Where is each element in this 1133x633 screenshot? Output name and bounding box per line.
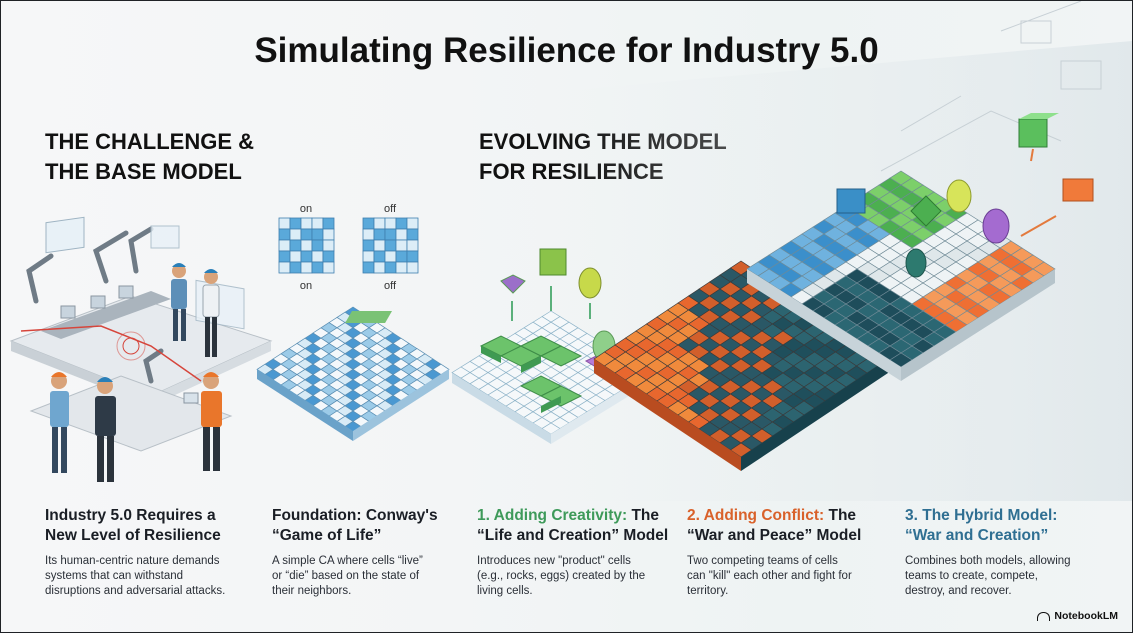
grid-cell <box>322 239 335 252</box>
grid-cell <box>373 261 386 274</box>
grid-cell <box>322 250 335 263</box>
grid-cell <box>278 217 291 230</box>
board-edge <box>257 369 353 441</box>
caption-conflict: 2. Adding Conflict: The “War and Peace” … <box>687 506 887 599</box>
grid-cell <box>311 261 324 274</box>
grid-cell <box>384 250 397 263</box>
war-board <box>593 260 889 471</box>
grid-cell <box>300 250 313 263</box>
grid-cell <box>278 261 291 274</box>
caption-game-of-life: Foundation: Conway's “Game of Life” A si… <box>272 506 462 599</box>
grid-cell <box>406 261 419 274</box>
grid-cell <box>395 261 408 274</box>
caption-body: Introduces new "product" cells (e.g., ro… <box>477 555 646 597</box>
grid-cell <box>373 250 386 263</box>
grid-cell <box>373 228 386 241</box>
page-title: Simulating Resilience for Industry 5.0 <box>254 31 879 70</box>
grid-cell <box>322 261 335 274</box>
hybrid-products <box>836 113 1094 278</box>
caption-creativity: 1. Adding Creativity: The “Life and Crea… <box>477 506 677 599</box>
grid-cell <box>384 228 397 241</box>
grid-on <box>278 217 335 274</box>
grid-cell <box>395 228 408 241</box>
grid-cell <box>406 250 419 263</box>
grid-label-off-bottom: off <box>384 280 397 292</box>
grid-cell <box>362 261 375 274</box>
caption-title: 3. The Hybrid Model: “War and Creation” <box>905 507 1058 544</box>
caption-body: A simple CA where cells “live” or “die” … <box>272 555 423 597</box>
grid-cell <box>395 250 408 263</box>
grid-cell <box>406 239 419 252</box>
board-edge <box>741 359 888 471</box>
workers <box>50 263 222 482</box>
notebooklm-icon <box>1037 611 1051 621</box>
grid-cell <box>322 228 335 241</box>
grid-cell <box>311 217 324 230</box>
grid-label-off-top: off <box>384 203 397 215</box>
caption-title: 1. Adding Creativity: The “Life and Crea… <box>477 507 669 544</box>
grid-cell <box>384 261 397 274</box>
grid-cell <box>395 217 408 230</box>
caption-industry-resilience: Industry 5.0 Requires a New Level of Res… <box>45 506 260 599</box>
caption-title: 2. Adding Conflict: The “War and Peace” … <box>687 507 862 544</box>
caption-title: Foundation: Conway's “Game of Life” <box>272 507 438 544</box>
board-edge <box>353 369 449 441</box>
grid-cell <box>406 217 419 230</box>
game-of-life-board <box>256 306 450 441</box>
grid-cell <box>300 261 313 274</box>
grid-cell <box>289 250 302 263</box>
grid-cell <box>373 217 386 230</box>
grid-cell <box>300 228 313 241</box>
caption-title: Industry 5.0 Requires a New Level of Res… <box>45 507 221 544</box>
board-edge <box>452 373 551 444</box>
factory-scene <box>9 216 273 482</box>
grid-cell <box>300 239 313 252</box>
grid-cell <box>289 217 302 230</box>
grid-label-on-bottom: on <box>300 280 312 292</box>
grid-cell <box>278 250 291 263</box>
board-edge <box>901 269 1055 381</box>
grid-cell <box>384 239 397 252</box>
grid-cell <box>384 217 397 230</box>
grid-cell <box>289 239 302 252</box>
grid-cell <box>300 217 313 230</box>
illustration-layer: on off on off <box>9 1 1132 501</box>
grid-cell <box>362 250 375 263</box>
grid-cell <box>362 239 375 252</box>
grid-cell <box>311 228 324 241</box>
caption-body: Combines both models, allowing teams to … <box>905 555 1071 597</box>
grid-label-on-top: on <box>300 203 312 215</box>
grid-cell <box>278 228 291 241</box>
grid-cell <box>406 228 419 241</box>
grid-cell <box>362 217 375 230</box>
grid-off <box>362 217 419 274</box>
cell-state-grids: on off on off <box>278 203 419 292</box>
board-edge <box>747 269 901 381</box>
grid-cell <box>311 250 324 263</box>
caption-body: Two competing teams of cells can "kill" … <box>687 555 852 597</box>
caption-body: Its human-centric nature demands systems… <box>45 555 226 597</box>
grid-cell <box>289 228 302 241</box>
section-heading-challenge: THE CHALLENGE & THE BASE MODEL <box>45 129 254 184</box>
grid-cell <box>289 261 302 274</box>
grid-cell <box>278 239 291 252</box>
grid-cell <box>322 217 335 230</box>
grid-cell <box>362 228 375 241</box>
brand-logo: NotebookLM <box>1037 610 1118 622</box>
board-edge <box>594 359 741 471</box>
grid-cell <box>311 239 324 252</box>
grid-cell <box>373 239 386 252</box>
grid-cell <box>395 239 408 252</box>
caption-hybrid: 3. The Hybrid Model: “War and Creation” … <box>905 506 1105 599</box>
